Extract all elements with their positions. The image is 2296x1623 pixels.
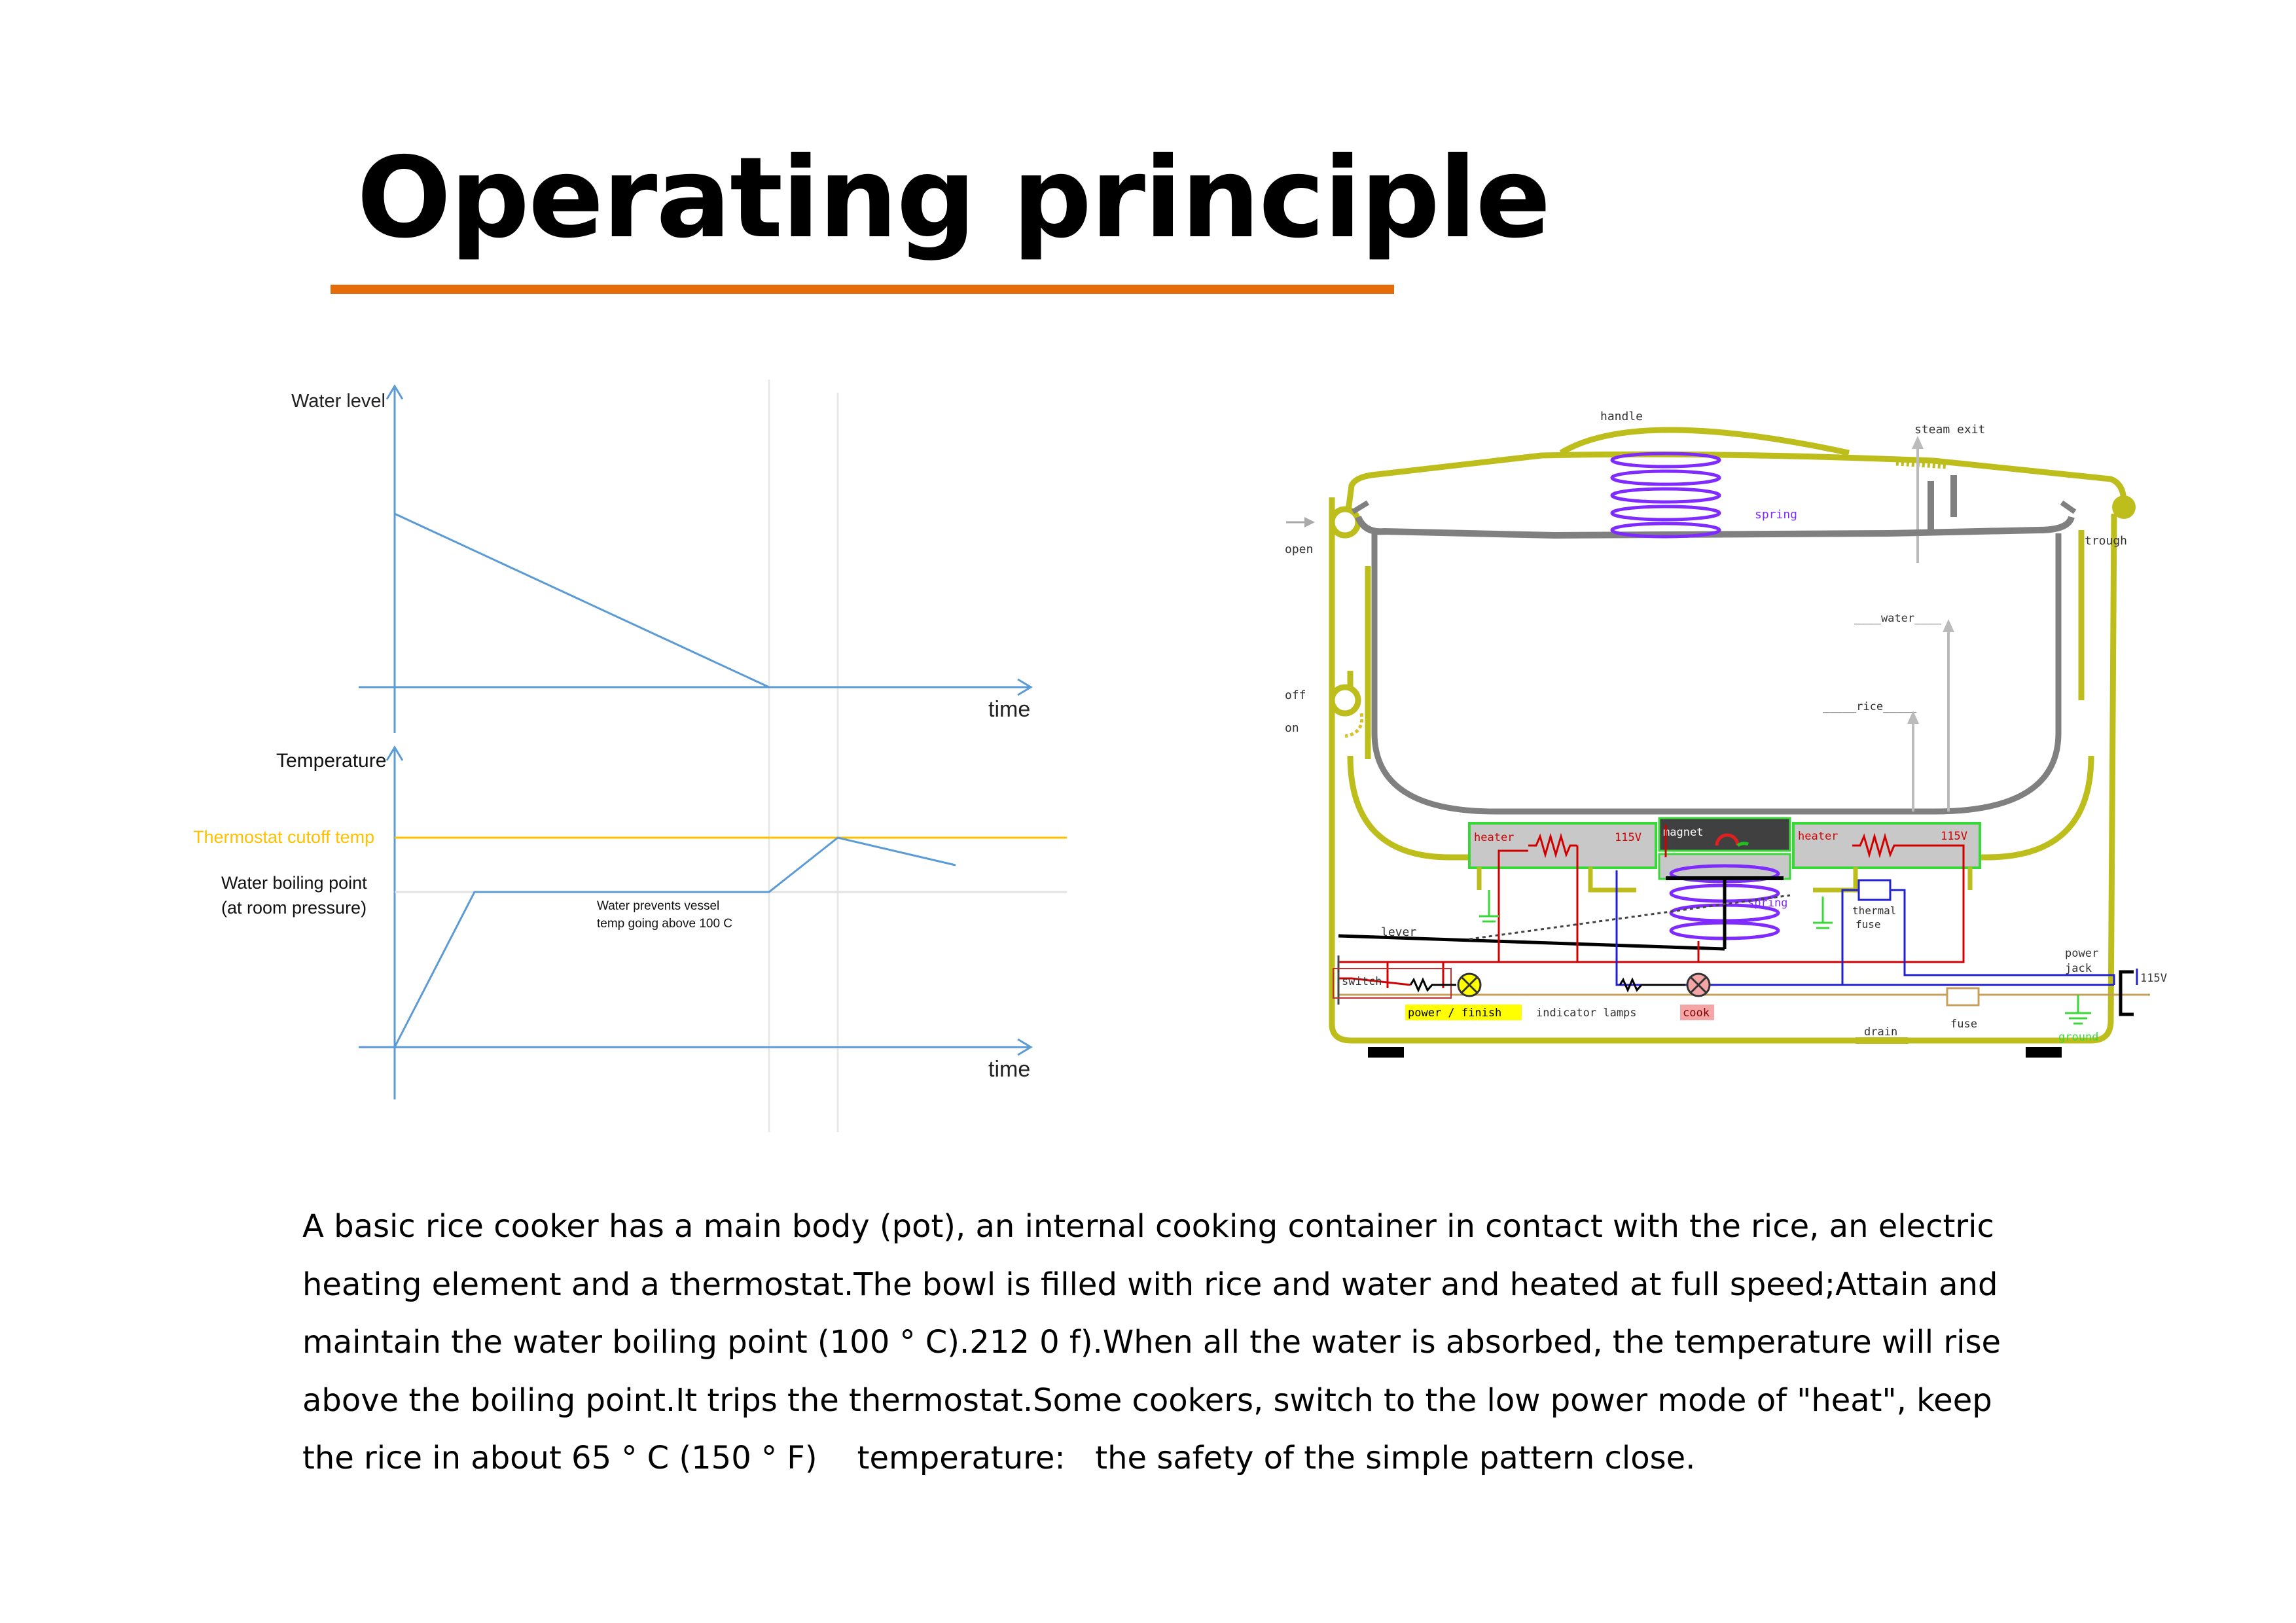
foot-left — [1368, 1047, 1404, 1058]
annotation-line-2: temp going above 100 C — [597, 917, 732, 931]
y-axis-arrow — [386, 384, 404, 400]
handle-label: handle — [1600, 410, 1643, 423]
water-level-series-line — [394, 512, 770, 688]
pot-rim-right-ear — [2060, 500, 2077, 514]
heater-right-label: heater — [1798, 830, 1838, 843]
indicator-lamps-label: indicator lamps — [1536, 1007, 1637, 1020]
steam-exit-label: steam exit — [1914, 423, 1985, 437]
thermal-fuse: thermal fuse — [1852, 879, 1896, 931]
resistor-power — [1409, 977, 1456, 993]
power-jack — [2119, 970, 2134, 1016]
power-jack-label-2: jack — [2065, 962, 2092, 975]
water-arrow-head — [1943, 619, 1954, 632]
water-level-chart: Water level time — [291, 384, 1033, 733]
body-shell — [1329, 497, 2117, 1044]
pot-rim — [1355, 515, 2075, 539]
latch-on-arc — [1344, 713, 1364, 738]
jack-voltage-label: 115V — [2140, 972, 2167, 985]
lid-spring — [1610, 452, 1721, 539]
ground-symbol-right — [1813, 897, 1833, 929]
switch-label: switch — [1342, 975, 1382, 988]
charts-panel: Water level time Temperature time Thermo… — [193, 380, 1067, 1132]
body-line: heating element and a thermostat.The bow… — [302, 1266, 1998, 1303]
power-finish-label-bg — [1405, 1005, 1522, 1020]
off-label: off — [1285, 688, 1306, 702]
lever-label: lever — [1381, 925, 1416, 939]
annotation-line-1: Water prevents vessel — [597, 899, 719, 913]
rice-cooker-diagram: handle steam exit ____water____ _____ric… — [1285, 410, 2167, 1058]
thermal-fuse-label-1: thermal — [1852, 904, 1896, 917]
steam-exit-mesh — [1895, 458, 1948, 469]
x-axis-arrow — [1017, 1038, 1033, 1056]
boiling-point-label: Water boiling point — [221, 873, 367, 893]
switch-box — [1333, 968, 1452, 999]
cook-label-bg — [1680, 1005, 1714, 1020]
body-line: the rice in about 65 ° C (150 ° F) tempe… — [302, 1440, 1696, 1476]
power-finish-label: power / finish — [1408, 1007, 1501, 1020]
y-axis-label: Water level — [291, 391, 386, 412]
water-label: ____water____ — [1854, 612, 1942, 625]
x-axis-label: time — [988, 697, 1030, 722]
spring-top-label: spring — [1755, 508, 1797, 522]
y-axis-label: Temperature — [276, 750, 386, 772]
x-axis-arrow — [1017, 678, 1033, 696]
body-line: above the boiling point.It trips the the… — [302, 1382, 1992, 1419]
ground-symbol-left — [1479, 890, 1499, 923]
title-underline — [331, 285, 1394, 294]
pot-rim-left-ear — [1351, 500, 1370, 514]
pot: ____water____ _____rice_____ — [1351, 475, 2077, 815]
pot-bowl — [1371, 533, 2062, 815]
slide-title: Operating principle — [357, 134, 1551, 263]
cook-label: cook — [1683, 1007, 1710, 1020]
body-paragraph: A basic rice cooker has a main body (pot… — [302, 1198, 2109, 1488]
cook-lamp — [1686, 972, 1711, 997]
open-arrow-head — [1304, 517, 1315, 527]
steam-arrow-head — [1912, 436, 1924, 449]
pot-rim-right — [1928, 475, 1957, 531]
foot-right — [2026, 1047, 2062, 1058]
trough-knob — [2112, 495, 2136, 519]
boiling-point-sublabel: (at room pressure) — [221, 898, 367, 918]
rice-label: _____rice_____ — [1823, 700, 1917, 713]
temperature-series-line — [393, 836, 956, 1048]
open-label: open — [1285, 543, 1313, 556]
temp-gauge-icon — [1715, 833, 1740, 846]
ground-symbol — [2065, 995, 2091, 1025]
latch-hook-bottom — [1329, 684, 1361, 717]
wiring — [1337, 825, 2150, 1005]
body-line: maintain the water boiling point (100 ° … — [302, 1324, 2001, 1361]
lid: handle steam exit — [1329, 410, 2136, 563]
fuse-label: fuse — [1950, 1018, 1977, 1031]
on-label: on — [1285, 721, 1299, 735]
body-line: A basic rice cooker has a main body (pot… — [302, 1208, 1994, 1245]
drain-mesh — [1856, 1037, 1908, 1044]
thermostat-cutoff-label: Thermostat cutoff temp — [193, 827, 374, 847]
rice-arrow-head — [1907, 711, 1919, 724]
heater-left-voltage: 115V — [1615, 831, 1641, 844]
spring-bottom-label: spring — [1748, 897, 1787, 910]
magnet-thermostat: magnet — [1658, 817, 1791, 880]
thermal-fuse-label-2: fuse — [1856, 918, 1881, 931]
resistor-cook — [1619, 977, 1685, 993]
supports — [1477, 867, 1973, 893]
heater-right-voltage: 115V — [1941, 830, 1967, 843]
lever — [1338, 934, 1725, 951]
lever-dotted — [1469, 894, 1791, 940]
fuse — [1946, 987, 1980, 1007]
trough-label: trough — [2085, 534, 2127, 548]
handle — [1559, 427, 1850, 456]
drain-label: drain — [1864, 1026, 1897, 1039]
heater-left: heater 115V — [1468, 822, 1657, 869]
ground-label: ground — [2058, 1031, 2098, 1044]
x-axis-label: time — [988, 1057, 1030, 1082]
temperature-chart: Temperature time Thermostat cutoff temp … — [193, 745, 1067, 1099]
power-jack-label-1: power — [2065, 947, 2098, 960]
magnet-label: magnet — [1663, 826, 1703, 839]
lid-shell — [1345, 451, 2127, 511]
y-axis-arrow — [386, 745, 404, 761]
heater-left-label: heater — [1474, 831, 1514, 844]
power-finish-lamp — [1457, 972, 1482, 997]
